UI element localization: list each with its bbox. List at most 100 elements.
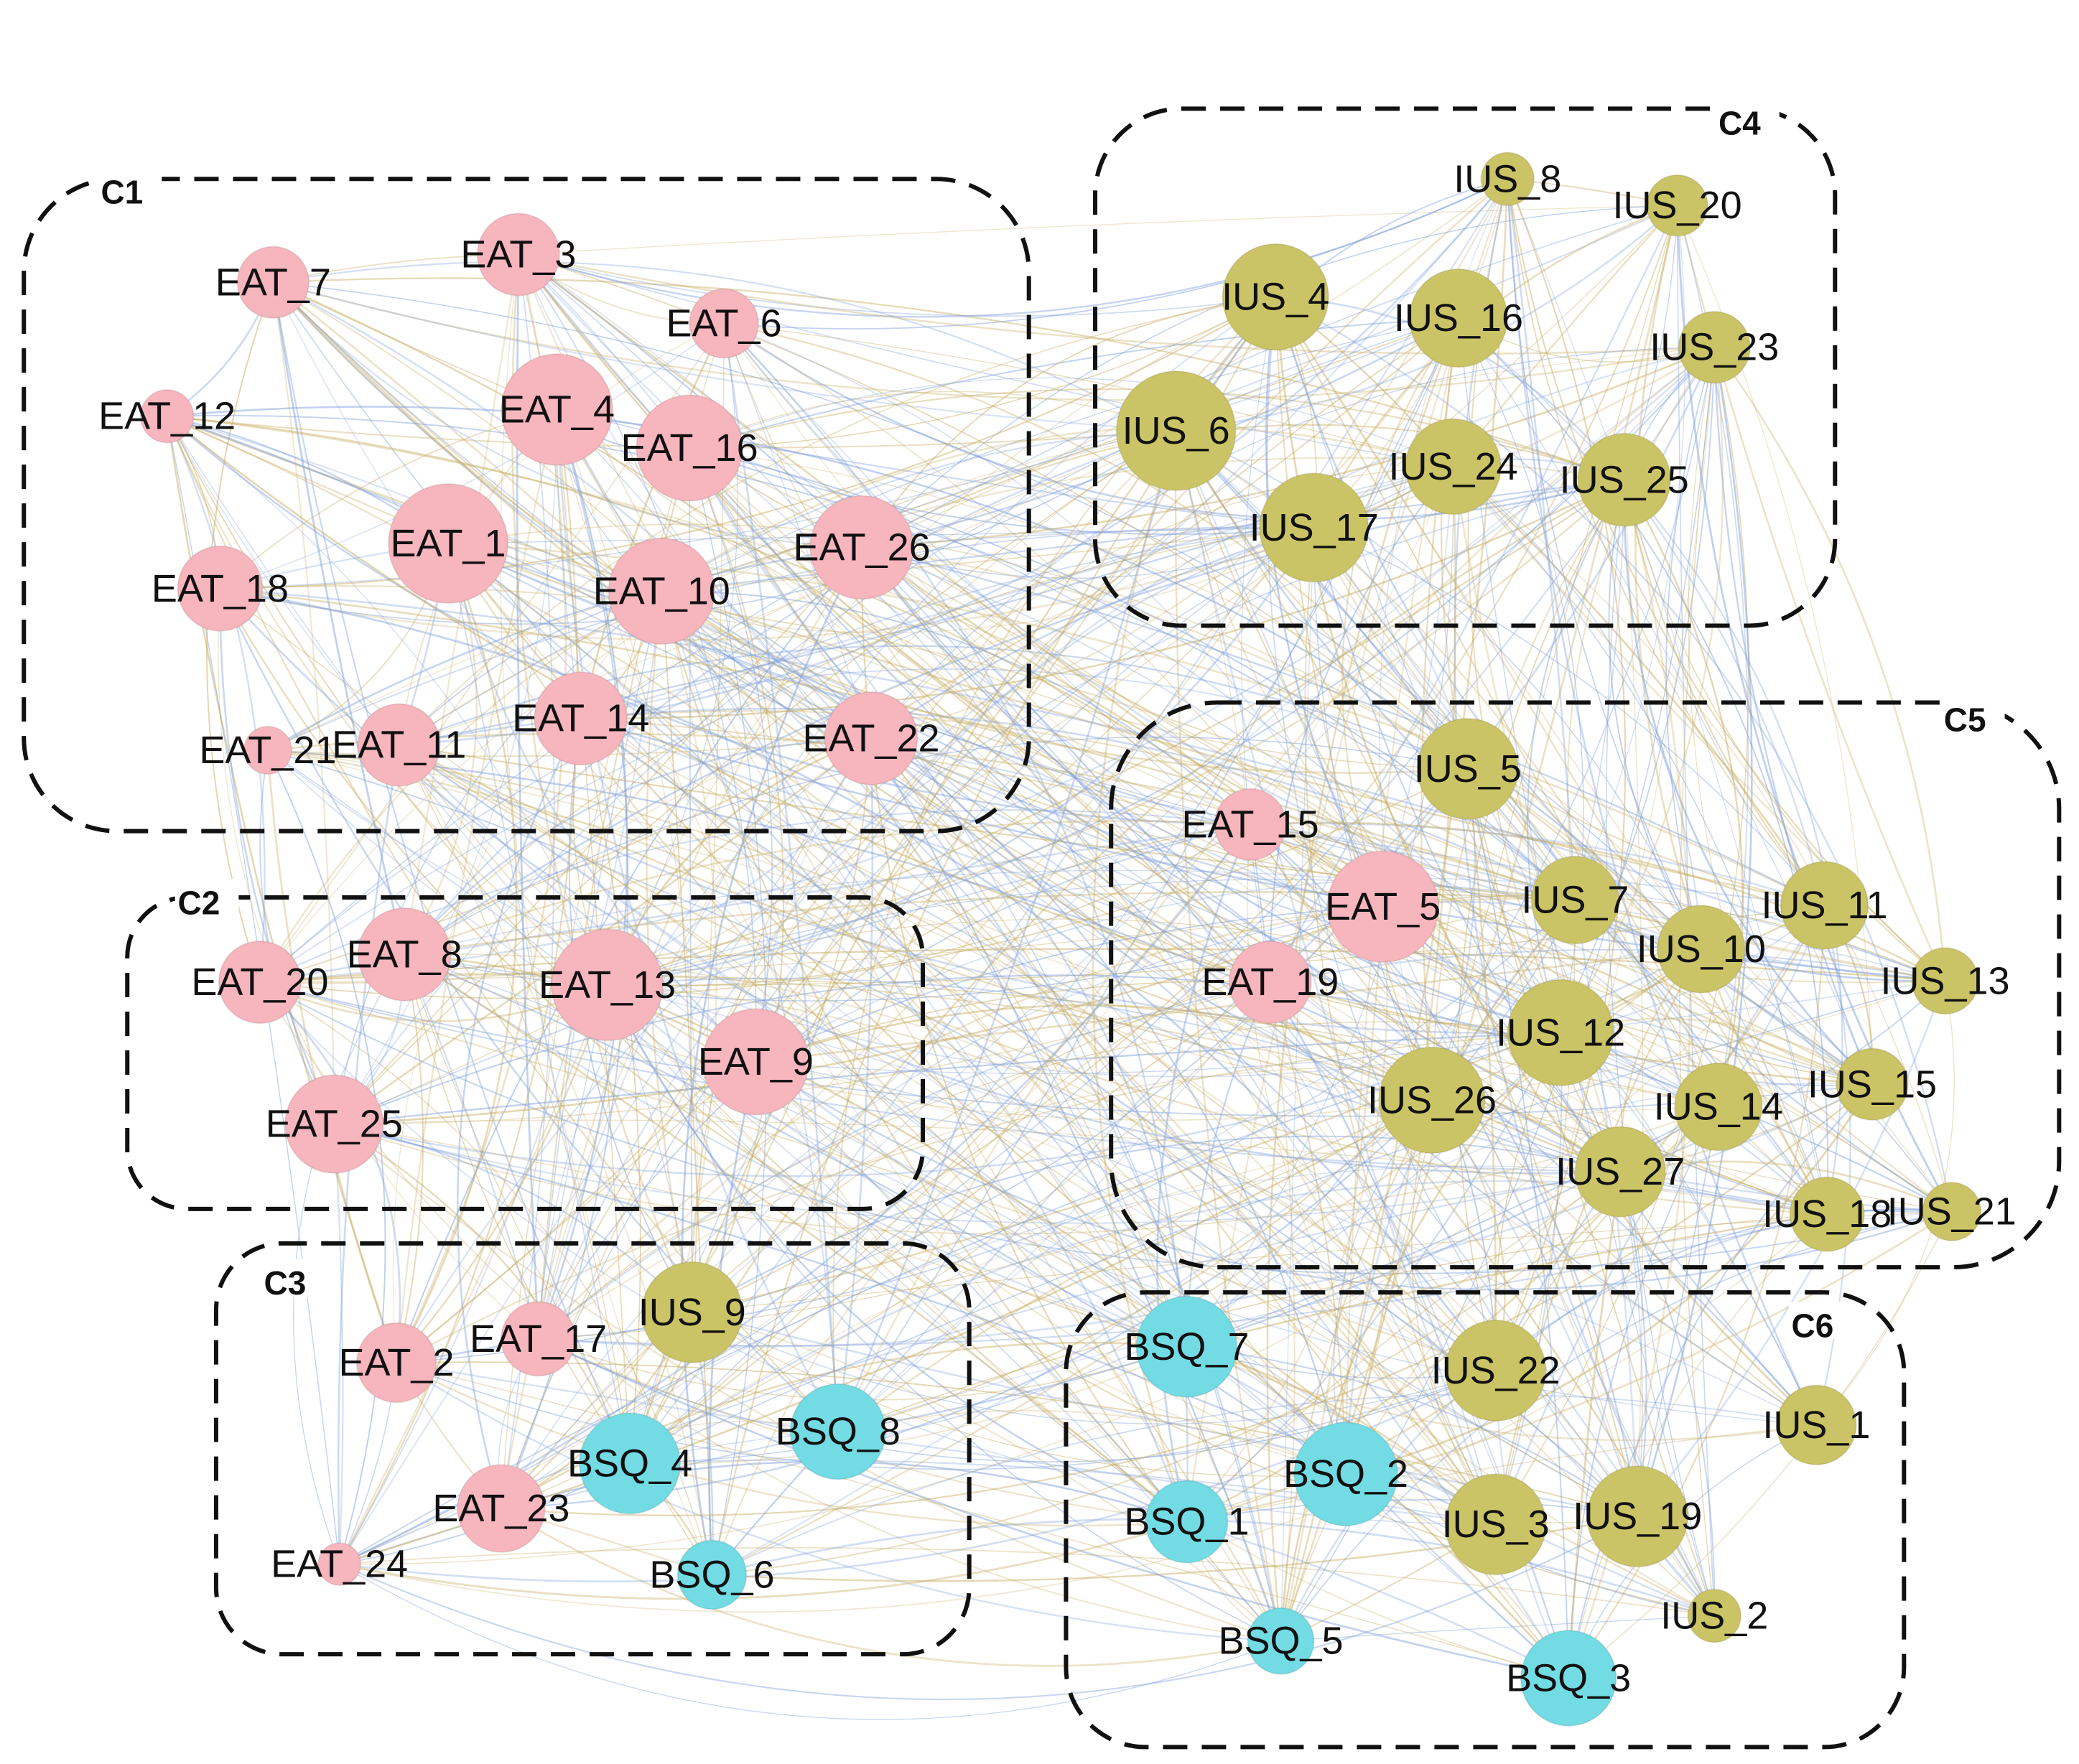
- node-circle[interactable]: [476, 213, 561, 297]
- node-ius-6[interactable]: IUS_6: [1115, 370, 1237, 492]
- node-circle[interactable]: [1444, 1473, 1547, 1576]
- node-circle[interactable]: [1678, 310, 1752, 384]
- node-ius-20[interactable]: IUS_20: [1613, 174, 1742, 237]
- node-circle[interactable]: [243, 725, 293, 775]
- node-circle[interactable]: [1214, 788, 1287, 862]
- node-eat-4[interactable]: EAT_4: [499, 353, 615, 467]
- node-ius-2[interactable]: IUS_2: [1660, 1588, 1768, 1643]
- node-circle[interactable]: [1922, 1181, 1982, 1242]
- node-ius-26[interactable]: IUS_26: [1367, 1046, 1497, 1154]
- node-circle[interactable]: [789, 1383, 887, 1480]
- node-circle[interactable]: [1520, 1629, 1617, 1727]
- node-bsq-5[interactable]: BSQ_5: [1218, 1607, 1344, 1675]
- node-circle[interactable]: [1115, 370, 1237, 492]
- node-eat-20[interactable]: EAT_20: [191, 940, 328, 1025]
- node-circle[interactable]: [534, 671, 628, 766]
- node-ius-1[interactable]: IUS_1: [1762, 1384, 1870, 1466]
- node-circle[interactable]: [284, 1074, 384, 1174]
- node-circle[interactable]: [1222, 243, 1329, 351]
- node-eat-22[interactable]: EAT_22: [802, 691, 940, 786]
- node-circle[interactable]: [177, 545, 264, 632]
- node-circle[interactable]: [355, 1322, 437, 1404]
- node-circle[interactable]: [139, 388, 195, 444]
- node-eat-23[interactable]: EAT_23: [432, 1464, 569, 1554]
- node-circle[interactable]: [1405, 418, 1502, 515]
- node-ius-25[interactable]: IUS_25: [1560, 432, 1689, 527]
- node-bsq-1[interactable]: BSQ_1: [1124, 1480, 1249, 1564]
- node-circle[interactable]: [1378, 1046, 1486, 1154]
- node-circle[interactable]: [1577, 432, 1672, 527]
- node-circle[interactable]: [1656, 905, 1746, 994]
- node-eat-10[interactable]: EAT_10: [593, 537, 730, 645]
- node-circle[interactable]: [1574, 1126, 1666, 1218]
- node-eat-12[interactable]: EAT_12: [98, 388, 236, 444]
- node-eat-8[interactable]: EAT_8: [347, 907, 462, 1002]
- node-ius-27[interactable]: IUS_27: [1555, 1126, 1685, 1218]
- node-eat-26[interactable]: EAT_26: [794, 495, 931, 600]
- node-bsq-4[interactable]: BSQ_4: [567, 1412, 692, 1515]
- node-circle[interactable]: [500, 353, 613, 467]
- node-eat-13[interactable]: EAT_13: [539, 928, 676, 1042]
- node-ius-14[interactable]: IUS_14: [1654, 1062, 1783, 1152]
- node-circle[interactable]: [641, 1261, 743, 1363]
- node-circle[interactable]: [809, 495, 915, 600]
- node-eat-21[interactable]: EAT_21: [199, 725, 337, 775]
- node-circle[interactable]: [500, 1301, 577, 1377]
- node-circle[interactable]: [1408, 268, 1509, 368]
- node-circle[interactable]: [702, 1008, 810, 1116]
- node-circle[interactable]: [387, 482, 509, 605]
- node-ius-19[interactable]: IUS_19: [1573, 1465, 1702, 1568]
- node-circle[interactable]: [1530, 855, 1620, 945]
- node-bsq-7[interactable]: BSQ_7: [1124, 1295, 1249, 1399]
- node-circle[interactable]: [578, 1412, 682, 1515]
- node-ius-9[interactable]: IUS_9: [638, 1261, 746, 1363]
- node-circle[interactable]: [1480, 151, 1535, 207]
- node-circle[interactable]: [236, 246, 310, 319]
- node-circle[interactable]: [1507, 979, 1614, 1087]
- node-ius-4[interactable]: IUS_4: [1222, 243, 1329, 351]
- node-circle[interactable]: [551, 928, 664, 1042]
- node-eat-16[interactable]: EAT_16: [621, 394, 758, 502]
- node-circle[interactable]: [1247, 1607, 1315, 1675]
- node-ius-3[interactable]: IUS_3: [1442, 1473, 1550, 1576]
- node-circle[interactable]: [1836, 1047, 1909, 1121]
- node-ius-5[interactable]: IUS_5: [1414, 717, 1522, 821]
- node-circle[interactable]: [1586, 1465, 1689, 1568]
- node-ius-11[interactable]: IUS_11: [1761, 861, 1888, 950]
- node-circle[interactable]: [636, 394, 743, 502]
- node-ius-23[interactable]: IUS_23: [1650, 310, 1779, 384]
- node-ius-10[interactable]: IUS_10: [1637, 905, 1766, 994]
- node-bsq-8[interactable]: BSQ_8: [776, 1383, 901, 1480]
- node-eat-11[interactable]: EAT_11: [332, 703, 466, 787]
- node-eat-7[interactable]: EAT_7: [215, 246, 331, 319]
- node-eat-17[interactable]: EAT_17: [470, 1301, 607, 1377]
- node-eat-18[interactable]: EAT_18: [152, 545, 289, 632]
- node-ius-24[interactable]: IUS_24: [1388, 418, 1518, 515]
- node-circle[interactable]: [1416, 717, 1520, 821]
- node-circle[interactable]: [1780, 861, 1869, 950]
- node-eat-1[interactable]: EAT_1: [387, 482, 509, 605]
- node-eat-6[interactable]: EAT_6: [666, 288, 782, 359]
- node-circle[interactable]: [824, 691, 918, 786]
- node-circle[interactable]: [456, 1464, 546, 1554]
- node-eat-9[interactable]: EAT_9: [698, 1008, 814, 1116]
- node-circle[interactable]: [1776, 1384, 1857, 1466]
- node-circle[interactable]: [689, 288, 760, 359]
- node-circle[interactable]: [1293, 1422, 1399, 1527]
- node-circle[interactable]: [357, 907, 452, 1002]
- node-bsq-2[interactable]: BSQ_2: [1283, 1422, 1408, 1527]
- node-ius-22[interactable]: IUS_22: [1431, 1319, 1561, 1422]
- node-ius-13[interactable]: IUS_13: [1880, 947, 2010, 1015]
- node-circle[interactable]: [357, 703, 441, 787]
- node-ius-12[interactable]: IUS_12: [1496, 979, 1625, 1087]
- node-ius-16[interactable]: IUS_16: [1394, 268, 1523, 368]
- node-eat-24[interactable]: EAT_24: [271, 1542, 408, 1587]
- node-circle[interactable]: [218, 940, 302, 1025]
- node-circle[interactable]: [1258, 472, 1369, 583]
- node-bsq-6[interactable]: BSQ_6: [649, 1539, 775, 1610]
- node-circle[interactable]: [1228, 940, 1312, 1025]
- node-eat-2[interactable]: EAT_2: [339, 1322, 455, 1404]
- node-circle[interactable]: [1135, 1295, 1238, 1399]
- node-ius-7[interactable]: IUS_7: [1521, 855, 1629, 945]
- node-eat-3[interactable]: EAT_3: [460, 213, 576, 297]
